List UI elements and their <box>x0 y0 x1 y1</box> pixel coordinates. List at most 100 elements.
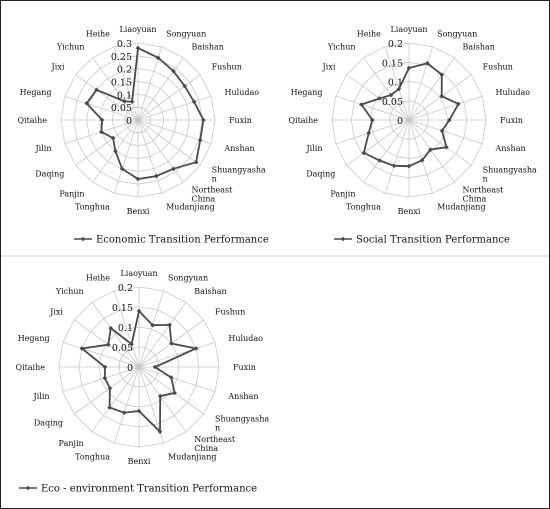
category-label: Liaoyuan <box>119 25 156 34</box>
category-label: Anshan <box>224 144 255 153</box>
category-label: Tonghua <box>75 452 110 461</box>
category-label: Heihe <box>86 30 110 39</box>
category-label-line: Qitaihe <box>15 363 45 372</box>
category-label: Yichun <box>327 42 356 51</box>
category-label: Huludao <box>225 88 260 97</box>
grid-spoke <box>92 57 139 121</box>
category-label: Songyuan <box>437 30 477 39</box>
data-point <box>425 60 430 66</box>
category-label-line: Jilin <box>33 392 50 401</box>
data-point <box>456 101 461 107</box>
category-label-line: Huludao <box>225 88 260 97</box>
category-label-line: Hegang <box>18 334 50 343</box>
legend-label: Eco - environment Transition Performance <box>41 484 257 495</box>
category-label: Fuxin <box>500 116 523 125</box>
grid-spoke <box>137 119 184 183</box>
data-point <box>428 147 433 152</box>
category-label: Jixi <box>49 308 63 317</box>
data-point <box>113 148 118 154</box>
category-label-line: Yichun <box>56 42 85 51</box>
category-label-line: Tonghua <box>346 203 381 212</box>
tick-label: 0.2 <box>117 65 132 76</box>
data-point <box>136 408 142 414</box>
data-point <box>370 117 375 123</box>
category-label: Liaoyuan <box>390 25 427 34</box>
category-label-line: Daqing <box>306 170 335 179</box>
category-label: Daqing <box>34 418 63 427</box>
category-label-line: Tonghua <box>75 203 110 212</box>
category-label: Huludao <box>496 88 531 97</box>
data-point <box>193 159 199 165</box>
category-label-line: Northeast <box>194 435 236 444</box>
data-point <box>447 117 452 123</box>
data-point <box>406 65 412 71</box>
category-label: Benxi <box>127 207 150 216</box>
category-label: Heihe <box>86 274 110 283</box>
category-label: Anshan <box>495 144 526 153</box>
category-label-line: Fushun <box>215 308 245 317</box>
category-label-line: Tonghua <box>75 452 110 461</box>
category-label-line: n <box>215 423 220 432</box>
data-point <box>391 163 397 169</box>
category-label: Anshan <box>227 392 258 401</box>
data-point <box>136 308 142 314</box>
legend-label: Social Transition Performance <box>356 235 510 246</box>
grid-spoke <box>384 119 410 194</box>
tick-label: 0.15 <box>382 58 403 69</box>
category-label-line: Baishan <box>192 42 224 51</box>
data-point <box>155 55 161 61</box>
category-label-line: Daqing <box>35 170 64 179</box>
category-label-line: Baishan <box>463 42 495 51</box>
tick-label: 0.15 <box>112 303 133 314</box>
category-label-line: Shuangyasha <box>215 414 269 423</box>
grid-spoke <box>138 302 187 368</box>
category-label: Yichun <box>56 42 85 51</box>
category-label-line: Hegang <box>20 88 52 97</box>
grid-spoke <box>113 119 139 194</box>
category-label-line: Northeast <box>463 186 505 195</box>
category-label-line: Qitaihe <box>288 116 318 125</box>
data-point <box>157 393 163 399</box>
data-point <box>135 176 141 182</box>
category-label: Jilin <box>34 144 51 153</box>
data-point <box>84 101 89 106</box>
category-label: Fushun <box>212 63 242 72</box>
grid-spoke <box>91 302 140 368</box>
data-point <box>201 117 206 123</box>
data-point <box>167 322 172 328</box>
tick-label: 0 <box>126 116 132 127</box>
data-point <box>359 102 364 107</box>
grid-spoke <box>62 366 140 393</box>
data-point <box>197 137 203 143</box>
category-label-line: Jixi <box>322 63 336 72</box>
data-point <box>377 96 382 101</box>
grid-spoke <box>138 366 187 432</box>
category-label: Yichun <box>55 287 84 296</box>
tick-label: 0.05 <box>112 343 133 354</box>
category-label-line: Anshan <box>227 392 258 401</box>
category-label-line: Northeast <box>192 186 234 195</box>
data-point <box>171 68 176 74</box>
category-label: Fushun <box>483 63 513 72</box>
category-label-line: Jilin <box>34 144 51 153</box>
legend-marker-swatch <box>25 485 31 491</box>
grid-spoke <box>408 74 472 121</box>
category-label-line: Anshan <box>224 144 255 153</box>
data-point <box>122 99 127 104</box>
category-label-line: Panjin <box>59 190 84 199</box>
category-label: Fuxin <box>233 363 256 372</box>
category-label: Jixi <box>51 63 65 72</box>
data-point <box>153 173 159 179</box>
category-label-line: n <box>212 175 217 184</box>
grid-spoke <box>137 119 201 166</box>
data-point <box>419 158 425 163</box>
category-label: Hegang <box>20 88 52 97</box>
grid-spoke <box>113 46 139 121</box>
grid-spoke <box>138 366 216 393</box>
data-point <box>79 346 85 351</box>
data-point <box>102 375 108 381</box>
category-label: Qitaihe <box>15 363 45 372</box>
